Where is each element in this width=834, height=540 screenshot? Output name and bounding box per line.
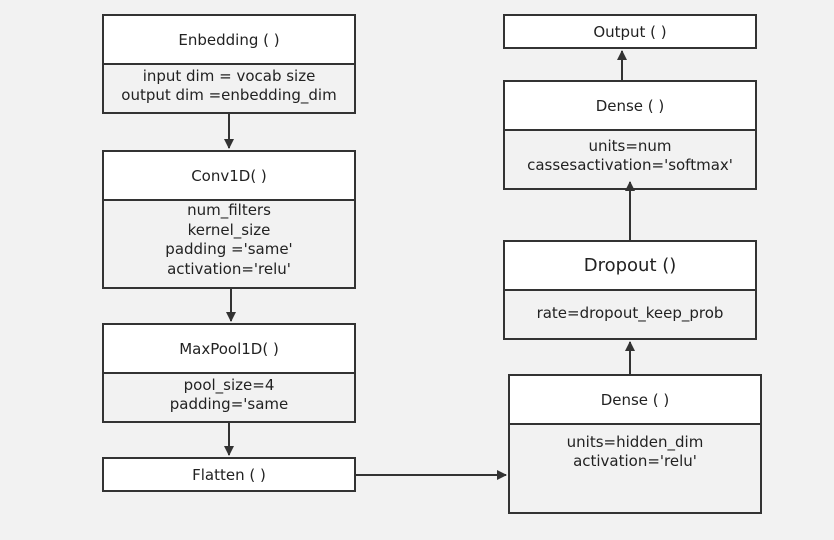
node-dense-softmax-params: units=num cassesactivation='softmax' bbox=[505, 131, 755, 175]
node-conv1d: Conv1D( ) num_filters kernel_size paddin… bbox=[102, 150, 356, 289]
param-line: pool_size=4 bbox=[183, 376, 275, 394]
node-dense-softmax: Dense ( ) units=num cassesactivation='so… bbox=[503, 80, 757, 190]
node-embedding: Enbedding ( ) input dim = vocab size out… bbox=[102, 14, 356, 114]
param-line: padding='same bbox=[169, 395, 289, 413]
param-line: input dim = vocab size bbox=[142, 67, 316, 85]
node-conv1d-title: Conv1D( ) bbox=[104, 152, 354, 201]
param-line: units=num bbox=[588, 137, 672, 155]
param-line: units=hidden_dim bbox=[566, 433, 704, 451]
node-dense-hidden: Dense ( ) units=hidden_dim activation='r… bbox=[508, 374, 762, 514]
param-line: activation='relu' bbox=[573, 452, 697, 470]
node-dropout-title: Dropout () bbox=[505, 242, 755, 291]
param-line: kernel_size bbox=[187, 220, 271, 239]
node-dense-hidden-title: Dense ( ) bbox=[510, 376, 760, 425]
node-output: Output ( ) bbox=[503, 14, 757, 49]
node-dense-softmax-title: Dense ( ) bbox=[505, 82, 755, 131]
node-output-title: Output ( ) bbox=[505, 16, 755, 47]
param-line: output dim =enbedding_dim bbox=[121, 86, 337, 104]
node-dropout-params: rate=dropout_keep_prob bbox=[505, 291, 755, 323]
param-line: rate=dropout_keep_prob bbox=[536, 304, 724, 322]
node-conv1d-params: num_filters kernel_size padding ='same' … bbox=[104, 201, 354, 279]
node-maxpool-params: pool_size=4 padding='same bbox=[104, 374, 354, 414]
param-line: activation='relu' bbox=[167, 259, 291, 278]
param-line: num_filters bbox=[187, 201, 271, 219]
param-line: padding ='same' bbox=[165, 240, 293, 258]
node-flatten-title: Flatten ( ) bbox=[104, 459, 354, 490]
node-flatten: Flatten ( ) bbox=[102, 457, 356, 492]
node-embedding-title: Enbedding ( ) bbox=[104, 16, 354, 65]
node-embedding-params: input dim = vocab size output dim =enbed… bbox=[104, 65, 354, 105]
param-line: cassesactivation='softmax' bbox=[527, 156, 733, 174]
node-dropout: Dropout () rate=dropout_keep_prob bbox=[503, 240, 757, 340]
node-maxpool: MaxPool1D( ) pool_size=4 padding='same bbox=[102, 323, 356, 423]
node-maxpool-title: MaxPool1D( ) bbox=[104, 325, 354, 374]
node-dense-hidden-params: units=hidden_dim activation='relu' bbox=[510, 425, 760, 471]
